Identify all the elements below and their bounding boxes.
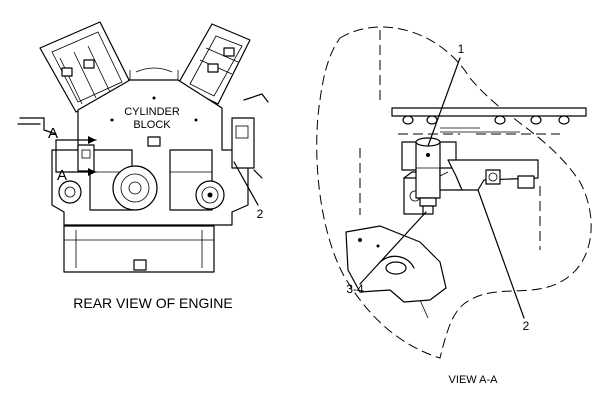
callout-3-4: 3-4 <box>346 282 364 296</box>
callout-2-leader-right <box>477 189 525 319</box>
section-a-a-marker <box>55 136 97 176</box>
view-a-a-caption: VIEW A-A <box>449 374 499 386</box>
callout-3-4-leader <box>359 211 427 285</box>
callout-1-leader <box>427 57 461 147</box>
left-hose <box>19 117 57 135</box>
callout-2-left: 2 <box>257 207 264 221</box>
callout-1: 1 <box>458 42 465 56</box>
valve-body <box>415 137 441 215</box>
block-label-line2: BLOCK <box>133 119 171 131</box>
section-letter-bottom: A <box>57 167 67 184</box>
oil-pan <box>63 225 215 273</box>
break-outline <box>316 26 592 359</box>
fitting-arm <box>439 159 539 191</box>
cylinder-block <box>51 67 269 226</box>
callout-2-right: 2 <box>523 319 530 333</box>
right-cylinder-head <box>177 23 251 105</box>
view-a-a: 1 2 3-4 VIEW A-A <box>316 26 592 386</box>
rear-view-of-engine: A A CYLINDER BLOCK 2 REAR VIEW OF ENGINE <box>17 21 269 311</box>
lower-casting <box>345 225 447 319</box>
rear-view-caption: REAR VIEW OF ENGINE <box>73 295 232 311</box>
upper-rail <box>391 107 587 133</box>
section-letter-top: A <box>48 125 58 142</box>
block-label-line1: CYLINDER <box>124 106 180 118</box>
callout-2-leader-left <box>233 161 259 206</box>
left-cylinder-head <box>39 21 133 113</box>
